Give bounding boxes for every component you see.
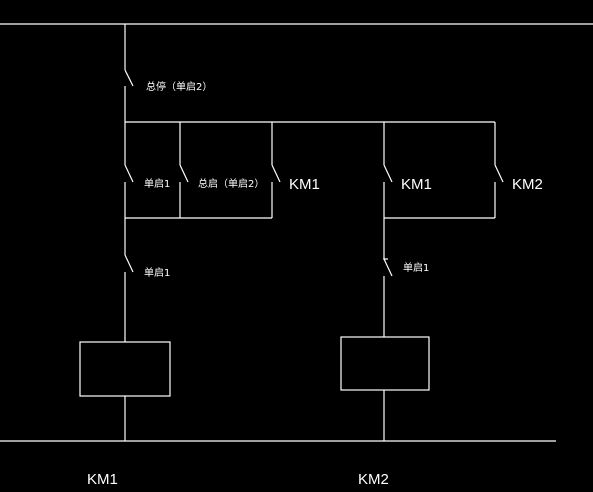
interlock2-label: 单启1 — [403, 261, 429, 274]
km2-holding-label: KM2 — [512, 176, 543, 193]
km1-contact-circuit2-label: KM1 — [401, 176, 432, 193]
km2-coil — [340, 336, 430, 391]
start1-label: 单启1 — [144, 177, 170, 190]
interlock1-contact — [124, 254, 134, 273]
km1-coil-label: KM1 — [87, 471, 118, 488]
km1-holding-label: KM1 — [289, 176, 320, 193]
km1-contact-circuit2 — [383, 164, 393, 183]
stop-start2-contact — [179, 164, 189, 183]
km2-coil-label: KM2 — [358, 471, 389, 488]
km1-holding-contact — [271, 164, 281, 183]
main-stop-contact — [124, 69, 134, 87]
km2-holding-contact — [494, 164, 504, 183]
start1-contact — [124, 164, 134, 183]
stop-start2-label: 总启（单启2） — [198, 177, 264, 190]
km1-coil — [79, 341, 171, 397]
interlock2-contact — [383, 258, 393, 277]
main-stop-label: 总停（单启2） — [146, 80, 212, 93]
interlock1-label: 单启1 — [144, 266, 170, 279]
